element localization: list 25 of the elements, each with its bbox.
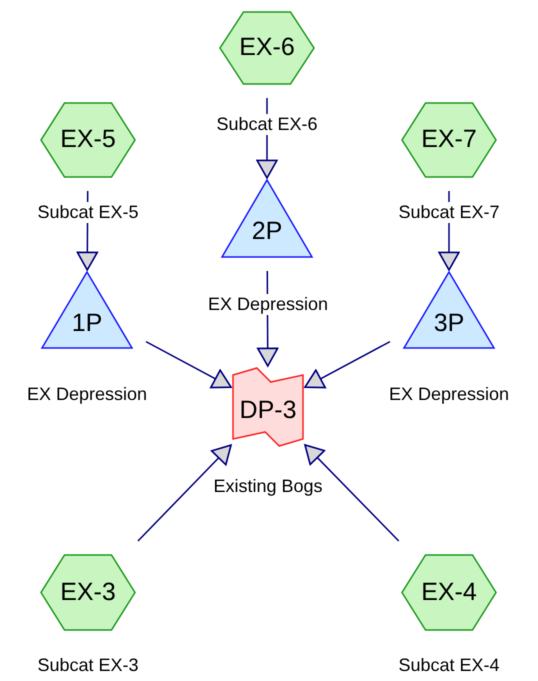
arrow [304,340,390,388]
arrow [137,444,232,542]
subcatchment-hexagon [41,103,135,177]
node-label: EX-6 [238,33,296,62]
node-label: EX-4 [420,578,478,606]
node-caption: Subcat EX-6 [214,114,320,135]
pond-triangle [42,272,132,348]
node-label: 1P [70,308,104,338]
node-label: DP-3 [238,396,298,425]
arrow [304,444,400,542]
pond-triangle [404,272,494,348]
subcatchment-hexagon [402,555,496,630]
node-label: 2P [250,217,284,246]
node-label: EX-5 [59,125,117,154]
pond-triangle [222,180,312,257]
subcatchment-hexagon [41,555,135,630]
subcatchment-hexagon [220,12,314,84]
link-shape [233,368,303,446]
node-label: 3P [432,308,466,338]
node-caption: Subcat EX-7 [396,202,502,223]
node-caption: Subcat EX-5 [35,202,141,223]
node-label: EX-7 [420,125,478,154]
subcatchment-hexagon [402,103,496,177]
node-label: EX-3 [59,578,117,606]
arrow [146,340,232,388]
